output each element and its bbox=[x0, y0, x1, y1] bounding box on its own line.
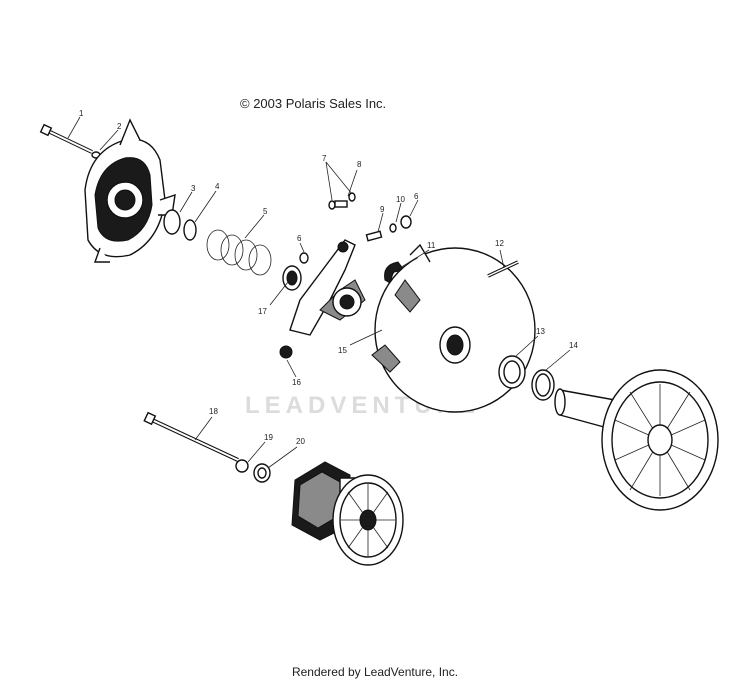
part-moveable-sheave bbox=[371, 243, 536, 413]
part-washer-19 bbox=[235, 459, 249, 473]
callout-labels: 1 2 3 4 5 6 7 8 9 10 6 11 12 13 14 17 15… bbox=[79, 109, 578, 446]
callout-11: 11 bbox=[427, 241, 436, 250]
callout-18: 18 bbox=[209, 407, 218, 416]
part-bushing-20 bbox=[253, 463, 271, 483]
callout-9: 9 bbox=[380, 205, 385, 214]
callout-14: 14 bbox=[569, 341, 578, 350]
callout-2: 2 bbox=[117, 122, 122, 131]
part-ring-14 bbox=[531, 369, 555, 401]
callout-20: 20 bbox=[296, 437, 305, 446]
part-clutch-assembly bbox=[291, 461, 404, 566]
part-ring-3 bbox=[163, 209, 181, 235]
footer-credit: Rendered by LeadVenture, Inc. bbox=[291, 665, 459, 679]
part-spring-5 bbox=[206, 229, 272, 276]
part-ring-4 bbox=[183, 219, 197, 241]
callout-3: 3 bbox=[191, 184, 196, 193]
callout-13: 13 bbox=[536, 327, 545, 336]
callout-12: 12 bbox=[495, 239, 504, 248]
callout-1: 1 bbox=[79, 109, 84, 118]
part-spider-cover bbox=[84, 118, 176, 263]
part-bolt-12 bbox=[487, 260, 519, 278]
callout-6b: 6 bbox=[414, 192, 419, 201]
copyright-text: © 2003 Polaris Sales Inc. bbox=[240, 96, 387, 111]
part-pin-7-8 bbox=[328, 192, 356, 210]
part-bushing-13 bbox=[498, 355, 526, 389]
callout-16: 16 bbox=[292, 378, 301, 387]
callout-7: 7 bbox=[322, 154, 327, 163]
part-bolt-1 bbox=[39, 123, 93, 154]
part-roller-6a bbox=[299, 252, 309, 264]
callout-19: 19 bbox=[264, 433, 273, 442]
part-pins-9-10-6 bbox=[365, 215, 412, 242]
callout-8: 8 bbox=[357, 160, 362, 169]
callout-5: 5 bbox=[263, 207, 268, 216]
part-nut-16 bbox=[279, 345, 293, 359]
callout-10: 10 bbox=[396, 195, 405, 204]
callout-4: 4 bbox=[215, 182, 220, 191]
part-bushing-17 bbox=[282, 265, 302, 291]
callout-15: 15 bbox=[338, 346, 347, 355]
callout-6: 6 bbox=[297, 234, 302, 243]
part-fixed-sheave bbox=[554, 369, 719, 511]
part-spider-arm bbox=[289, 239, 366, 336]
callout-17: 17 bbox=[258, 307, 267, 316]
leader-lines bbox=[67, 116, 571, 469]
part-bolt-18 bbox=[143, 411, 239, 462]
